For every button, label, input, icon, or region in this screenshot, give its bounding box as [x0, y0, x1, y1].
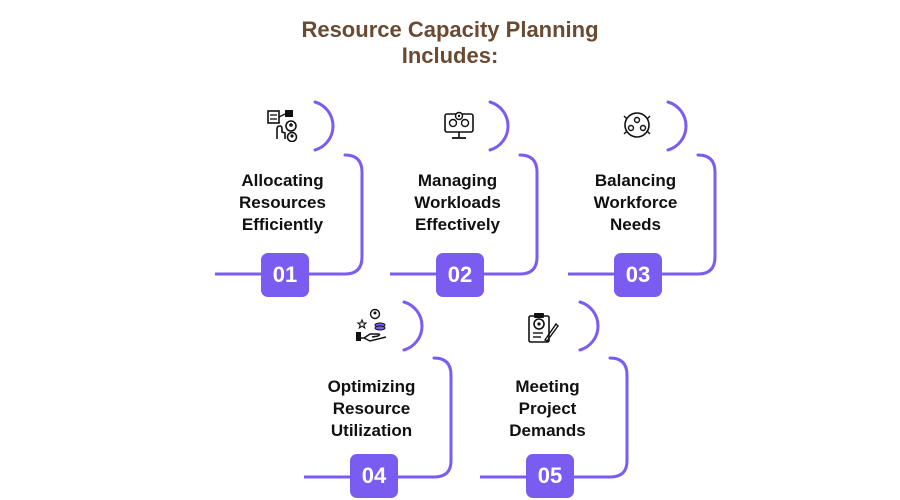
card-frame: [215, 100, 364, 276]
card-frame: [568, 100, 717, 276]
number-badge: 04: [350, 454, 398, 498]
label-line: Resources: [239, 193, 326, 212]
card-label: Balancing Workforce Needs: [568, 170, 703, 236]
label-line: Demands: [509, 421, 586, 440]
label-line: Allocating: [241, 171, 324, 190]
label-line: Managing: [417, 171, 498, 190]
card-01: Allocating Resources Efficiently 01: [215, 100, 380, 300]
card-02: Managing Workloads Effectively 02: [390, 100, 555, 300]
workforce-balance-icon: [623, 112, 651, 138]
label-line: Needs: [609, 215, 662, 234]
label-line: Meeting: [515, 377, 580, 396]
number-badge: 02: [436, 253, 484, 297]
label-line: Project: [518, 399, 577, 418]
title-line-1: Resource Capacity Planning: [301, 17, 599, 42]
card-05: Meeting Project Demands 05: [480, 300, 645, 500]
number-badge: 05: [526, 454, 574, 498]
label-line: Resource: [332, 399, 411, 418]
label-line: Workforce: [593, 193, 678, 212]
label-line: Workloads: [414, 193, 501, 212]
workload-management-icon: [444, 111, 474, 139]
label-line: Effectively: [414, 215, 501, 234]
card-label: Managing Workloads Effectively: [390, 170, 525, 236]
title-line-2: Includes:: [401, 43, 499, 68]
card-04: Optimizing Resource Utilization 04: [304, 300, 469, 500]
card-frame: [480, 300, 629, 479]
card-frame: [304, 300, 453, 479]
card-label: Optimizing Resource Utilization: [304, 376, 439, 442]
label-line: Optimizing: [327, 377, 416, 396]
page-title: Resource Capacity Planning Includes:: [0, 17, 900, 69]
resource-allocation-icon: [267, 110, 298, 142]
resource-utilization-icon: [356, 308, 387, 342]
card-label: Allocating Resources Efficiently: [215, 170, 350, 236]
number-badge: 03: [614, 253, 662, 297]
label-line: Efficiently: [241, 215, 324, 234]
card-label: Meeting Project Demands: [480, 376, 615, 442]
number-badge: 01: [261, 253, 309, 297]
project-checklist-icon: [528, 313, 559, 343]
label-line: Utilization: [330, 421, 413, 440]
label-line: Balancing: [594, 171, 677, 190]
card-frame: [390, 100, 539, 276]
card-03: Balancing Workforce Needs 03: [568, 100, 733, 300]
